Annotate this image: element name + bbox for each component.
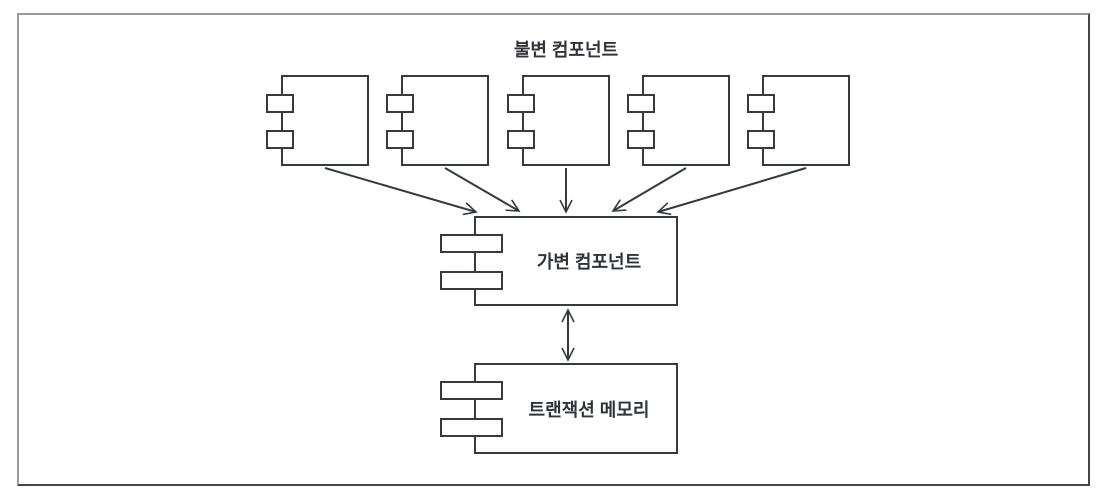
immutable-component-2	[386, 75, 489, 166]
component-port-icon	[440, 381, 503, 400]
mutable-component-label: 가변 컴포넌트	[536, 252, 642, 272]
immutable-component-1	[266, 75, 369, 166]
component-port-icon	[507, 94, 535, 113]
component-port-icon	[747, 130, 775, 149]
component-port-icon	[440, 418, 503, 437]
component-port-icon	[266, 94, 294, 113]
immutable-component-4	[627, 75, 730, 166]
component-port-icon	[440, 271, 503, 290]
component-port-icon	[386, 94, 414, 113]
transaction-memory-label: 트랜잭션 메모리	[528, 399, 650, 420]
transaction-memory-component: 트랜잭션 메모리	[440, 363, 678, 454]
immutable-component-5	[747, 75, 850, 166]
component-port-icon	[627, 94, 655, 113]
component-port-icon	[386, 130, 414, 149]
immutable-components-group-title: 불변 컴포넌트	[513, 40, 619, 60]
immutable-component-3	[507, 75, 610, 166]
component-port-icon	[440, 234, 503, 253]
component-port-icon	[507, 130, 535, 149]
component-port-icon	[266, 130, 294, 149]
component-port-icon	[747, 94, 775, 113]
mutable-component: 가변 컴포넌트	[440, 216, 678, 306]
component-port-icon	[627, 130, 655, 149]
